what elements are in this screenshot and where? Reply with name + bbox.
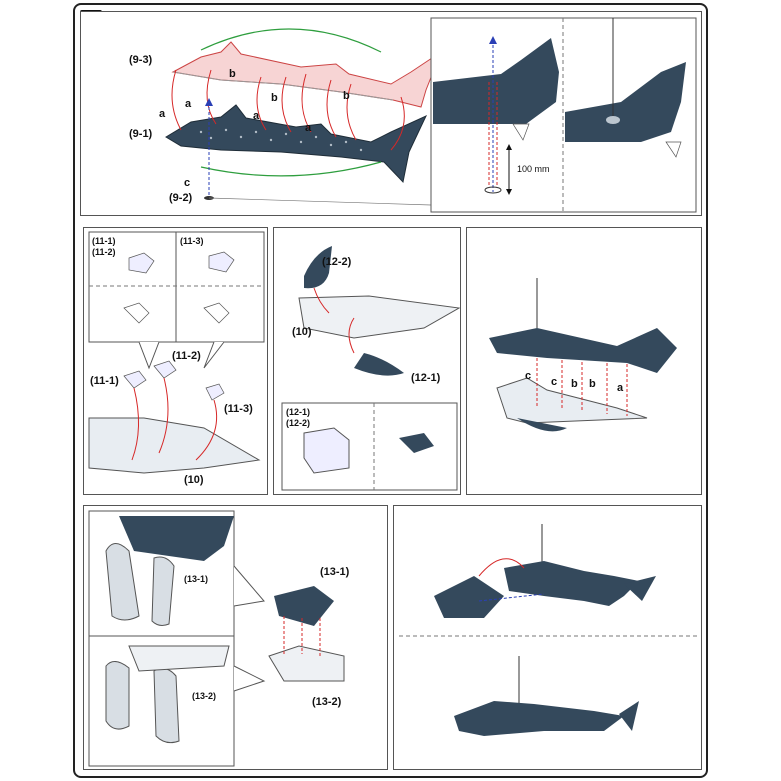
attach-13-illustration	[88, 510, 345, 767]
measurement-label: 100 mm	[517, 164, 550, 174]
letter-a: a	[159, 108, 166, 120]
label-11-3-main: (11-3)	[224, 403, 253, 415]
letter-a-2: a	[185, 98, 192, 110]
letter-b-1: b	[571, 378, 578, 390]
letter-a-assembly: a	[617, 382, 624, 394]
label-12-2: (12-2)	[322, 256, 352, 268]
label-13-2: (13-2)	[312, 696, 342, 708]
letter-c: c	[184, 177, 191, 189]
label-11-1: (11-1)	[92, 236, 116, 246]
letter-b: b	[229, 68, 236, 80]
panel-attach-12: (12-2) (10) (12-1) (12-1) (12-2)	[273, 227, 461, 495]
letter-a-3: a	[253, 110, 260, 122]
label-13-1-small: (13-1)	[184, 574, 209, 584]
letter-c-2: c	[551, 376, 558, 388]
label-9-1: (9-1)	[129, 128, 153, 140]
letter-c-1: c	[525, 370, 532, 382]
attach-fins-illustration	[165, 17, 697, 213]
label-12-2-small: (12-2)	[286, 418, 311, 428]
label-12-1-small: (12-1)	[286, 407, 311, 417]
letter-b-2: b	[271, 92, 278, 104]
join-halves-illustration	[489, 278, 677, 432]
panel-final-assembly	[393, 505, 702, 770]
label-13-1: (13-1)	[320, 566, 350, 578]
label-11-1-main: (11-1)	[90, 375, 119, 387]
label-13-2-small: (13-2)	[192, 691, 217, 701]
label-10: (10)	[184, 474, 204, 486]
label-9-2: (9-2)	[169, 192, 193, 204]
label-12-1: (12-1)	[411, 372, 441, 384]
label-10-b: (10)	[292, 326, 312, 338]
panel-attach-fins: (9-3) (9-1) (9-2) c a a a a b b b 100 mm	[80, 11, 702, 216]
letter-a-4: a	[305, 122, 312, 134]
panel-attach-11: (11-1) (11-2) (11-3) (11-1) (11-2) (11-3…	[83, 227, 268, 495]
shark-body-9-1	[165, 104, 428, 184]
attach-12-illustration	[281, 246, 461, 491]
letter-b-3: b	[343, 90, 350, 102]
label-11-3: (11-3)	[180, 236, 204, 246]
label-11-2: (11-2)	[92, 247, 116, 257]
panel-attach-13: (13-1) (13-2) (13-1) (13-2)	[83, 505, 388, 770]
final-assembly-illustration	[399, 524, 698, 736]
panel-join-halves: c c b b a	[466, 227, 702, 495]
letter-b-2: b	[589, 378, 596, 390]
label-9-3: (9-3)	[129, 54, 153, 66]
label-11-2-main: (11-2)	[172, 350, 201, 362]
attach-11-illustration	[88, 231, 265, 474]
